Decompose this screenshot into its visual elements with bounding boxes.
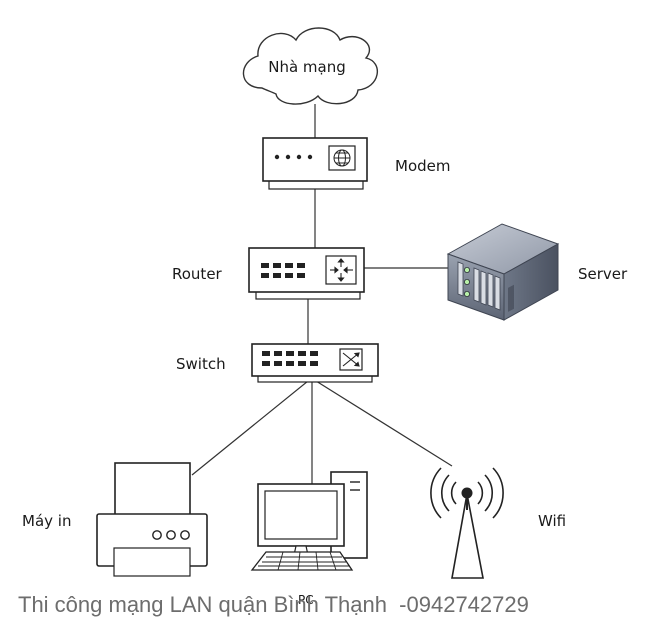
wifi-icon xyxy=(430,467,504,579)
switch-icon xyxy=(251,343,379,383)
switch-label: Switch xyxy=(176,355,226,373)
globe-icon xyxy=(333,149,351,167)
printer-label: Máy in xyxy=(22,512,71,530)
switch-cross-arrows-icon xyxy=(342,352,360,367)
router-label: Router xyxy=(172,265,223,283)
connection-lines xyxy=(191,104,453,484)
server-label: Server xyxy=(578,265,628,283)
router-arrows-icon xyxy=(330,258,353,282)
router-icon xyxy=(248,247,365,300)
modem-label: Modem xyxy=(395,157,450,175)
internet-label: Nhà mạng xyxy=(268,58,346,76)
link-switch-wifi xyxy=(315,380,453,467)
server-icon xyxy=(446,223,560,321)
printer-icon xyxy=(96,462,208,577)
link-switch-printer xyxy=(191,380,309,476)
wifi-label: Wifi xyxy=(538,512,566,530)
pc-label: PC xyxy=(298,593,314,607)
watermark-text: Thi công mạng LAN quận Bình Thạnh -09427… xyxy=(18,592,529,617)
modem-icon xyxy=(262,137,368,190)
cloud-icon xyxy=(242,27,379,105)
pc-icon xyxy=(250,471,368,571)
